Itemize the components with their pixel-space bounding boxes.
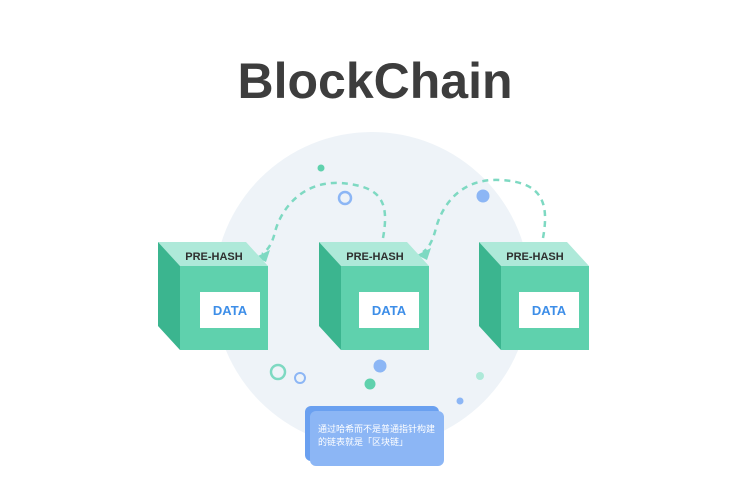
link-arrowhead-1	[256, 250, 270, 262]
decor-ring	[294, 372, 306, 384]
decor-dot	[373, 359, 387, 373]
block-1: PRE-HASH DATA	[158, 242, 268, 350]
link-arrow-1	[261, 181, 387, 256]
decor-dot	[364, 378, 376, 390]
block-data-label: DATA	[532, 303, 567, 318]
decor-dot	[476, 189, 490, 203]
data-box	[519, 292, 579, 328]
caption-card: 通过哈希而不是普通指针构建的链表就是「区块链」	[310, 411, 444, 466]
decor-ring	[337, 190, 353, 206]
cube-top	[158, 242, 268, 266]
cube-top	[319, 242, 429, 266]
data-box	[359, 292, 419, 328]
cube-side	[319, 242, 341, 350]
link-arrowhead-2	[417, 248, 431, 260]
cube-top	[479, 242, 589, 266]
block-2: PRE-HASH DATA	[319, 242, 429, 350]
decor-dot	[317, 164, 325, 172]
decor-dot	[476, 372, 484, 380]
decor-ring	[269, 363, 287, 381]
link-arrow-2	[422, 178, 547, 254]
caption-text: 通过哈希而不是普通指针构建的链表就是「区块链」	[318, 425, 436, 448]
data-box	[200, 292, 260, 328]
block-data-label: DATA	[372, 303, 407, 318]
cube-side	[479, 242, 501, 350]
decor-dot	[456, 397, 464, 405]
block-header: PRE-HASH	[346, 251, 404, 263]
block-header: PRE-HASH	[506, 251, 564, 263]
page-title: BlockChain	[237, 53, 513, 109]
block-header: PRE-HASH	[185, 251, 243, 263]
cube-side	[158, 242, 180, 350]
block-3: PRE-HASH DATA	[479, 242, 589, 350]
block-data-label: DATA	[213, 303, 248, 318]
